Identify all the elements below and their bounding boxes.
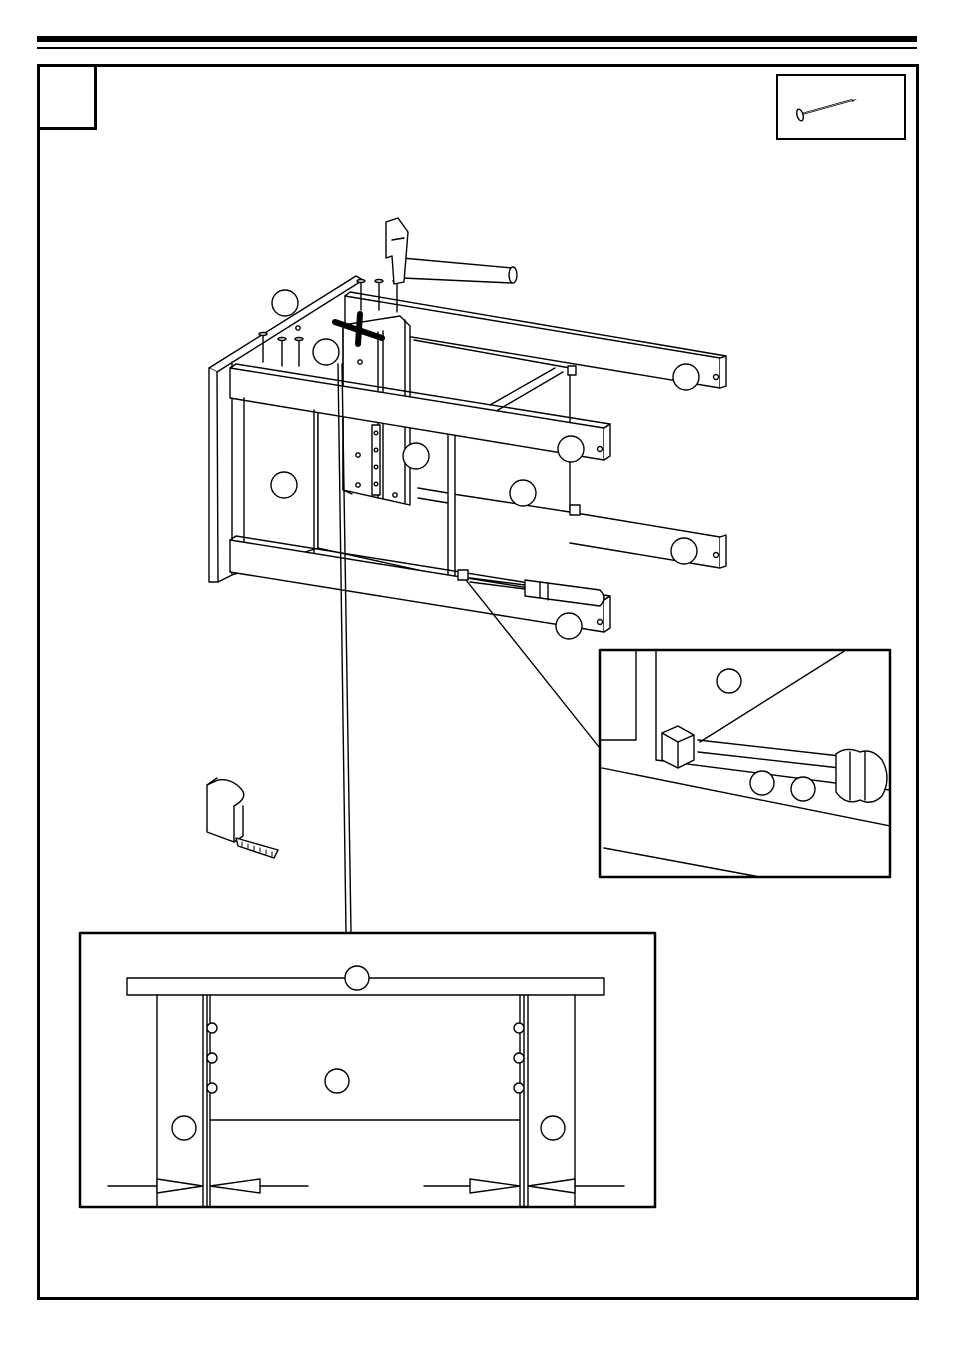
callout-markers-main: [270, 289, 700, 640]
leader-measure-detail-a: [341, 363, 352, 933]
cabinet-assembly: [208, 275, 727, 633]
header-rule-thick: [37, 36, 917, 42]
screwdriver-icon: [469, 577, 605, 607]
step-frame: [37, 64, 919, 1300]
leader-measure-detail-b: [337, 363, 347, 933]
nail-icon: [795, 99, 857, 122]
detail-measure-inset: [78, 931, 657, 1209]
hardware-box: [776, 74, 906, 140]
tape-measure-icon: [206, 777, 279, 859]
header-rule-thin: [37, 47, 917, 49]
do-not-nail-cross-icon: [332, 311, 385, 347]
step-number-box: [37, 64, 97, 130]
leader-screw-detail: [465, 579, 604, 753]
detail-screw-inset: [598, 648, 892, 879]
hammer-icon: [385, 217, 518, 285]
